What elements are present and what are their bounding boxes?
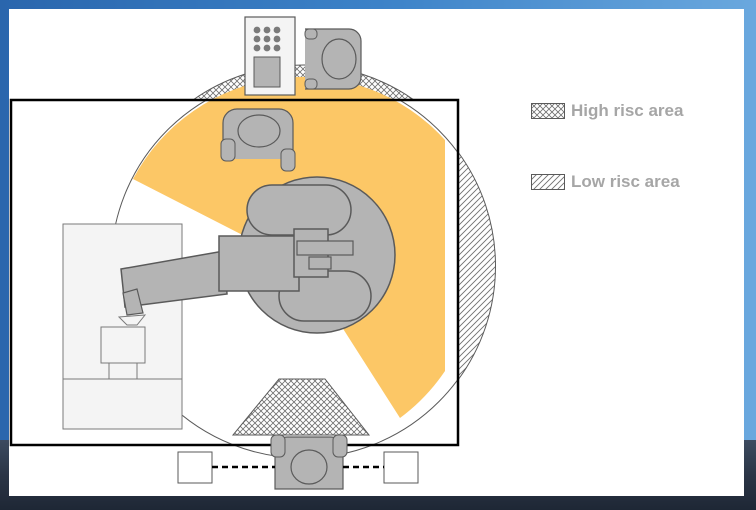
low-risk-area-right <box>457 150 497 382</box>
diagonal-hatch-swatch-icon <box>531 174 565 190</box>
control-panel-icon <box>244 16 296 96</box>
workpiece-icon <box>62 223 183 430</box>
cell-enclosure <box>9 98 460 447</box>
cross-hatch-swatch-icon <box>531 103 565 119</box>
robot-cell-layout <box>9 16 497 490</box>
operator-icon <box>270 434 348 490</box>
diagram-canvas: High risc area Low risc area <box>9 9 744 496</box>
light-curtain-icon <box>177 451 419 484</box>
operator-icon <box>220 108 296 172</box>
legend-low-risk: Low risc area <box>531 172 680 192</box>
operator-icon <box>304 28 362 90</box>
robot-arm-icon <box>117 176 396 334</box>
legend-low-risk-label: Low risc area <box>571 172 680 191</box>
legend-high-risk: High risc area <box>531 101 683 121</box>
high-risk-area-bottom <box>231 378 371 436</box>
legend-high-risk-label: High risc area <box>571 101 684 120</box>
